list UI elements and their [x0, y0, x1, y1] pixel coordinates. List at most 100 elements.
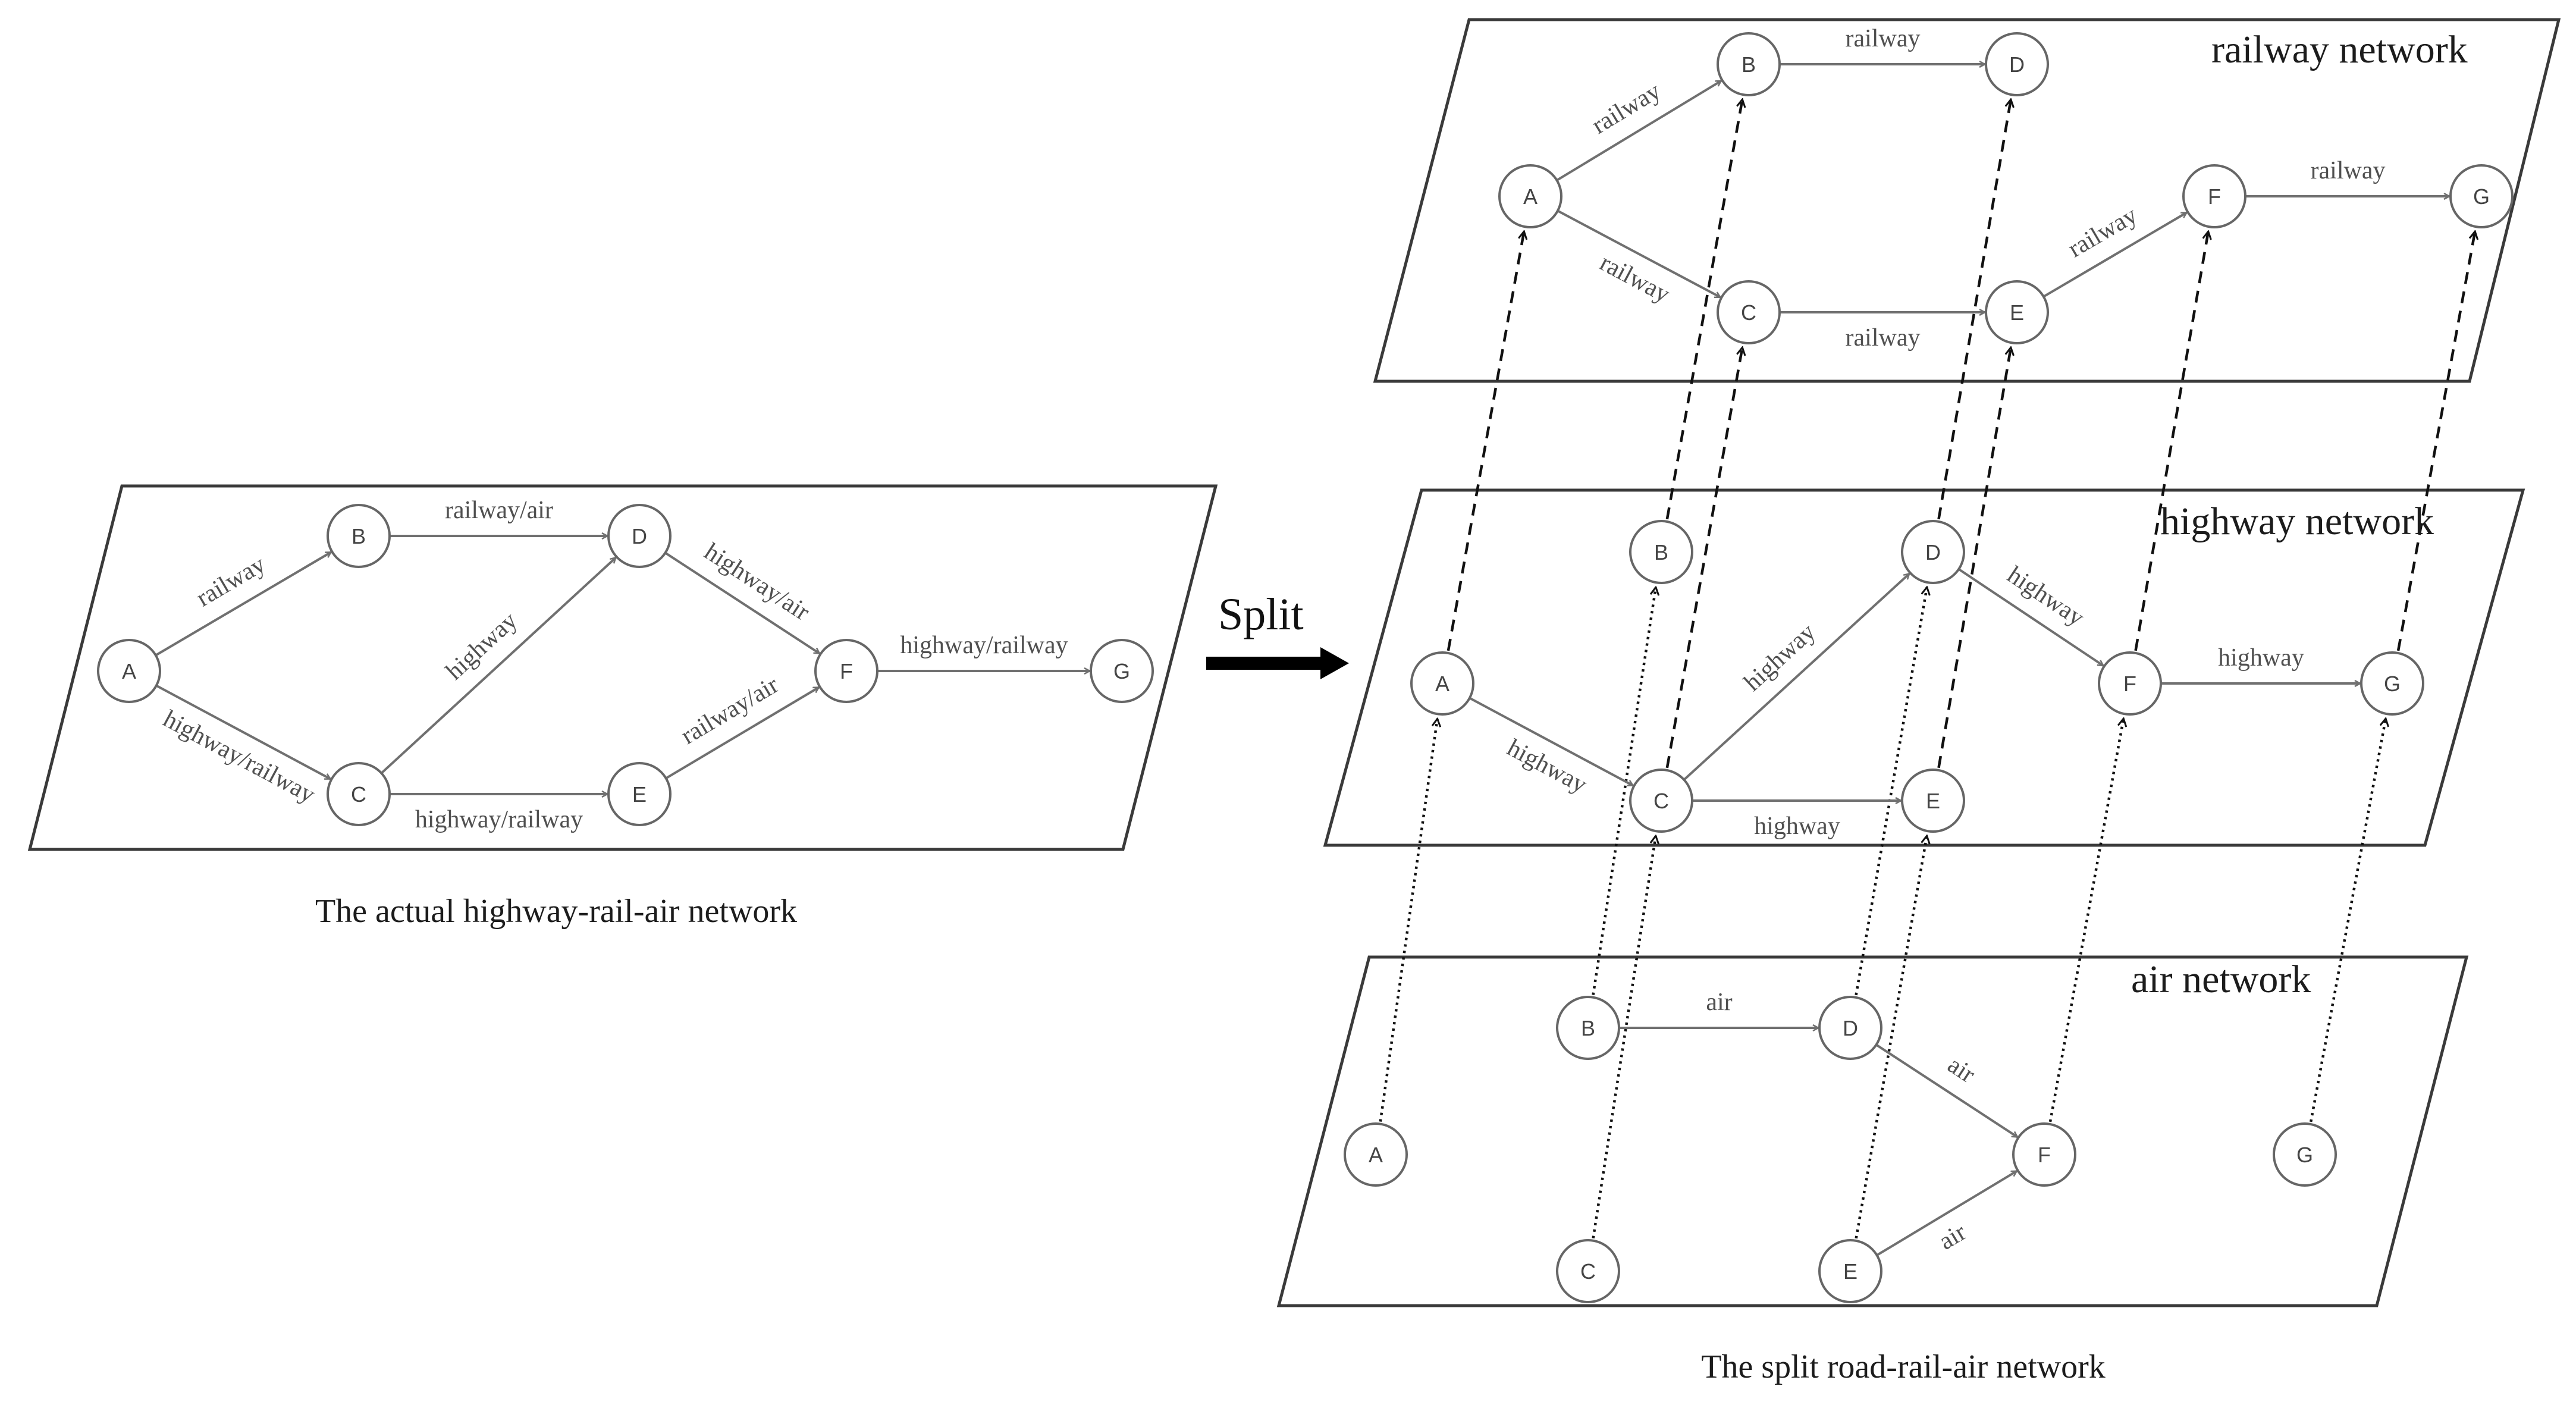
highway-edge-label-ce: highway [1754, 813, 1840, 840]
highway-node-d: D [1901, 520, 1965, 584]
air-to-highway-link-a [1379, 719, 1438, 1122]
air-node-f: F [2012, 1122, 2076, 1187]
railway-edge-label-ab: railway [1587, 77, 1665, 140]
svg-text:G: G [2296, 1143, 2313, 1167]
railway-edge-label-ac: railway [1595, 249, 1674, 309]
railway-edge-label-bd: railway [1846, 25, 1921, 52]
svg-text:F: F [840, 659, 853, 683]
svg-text:D: D [632, 524, 647, 548]
air-to-highway-link-c [1592, 836, 1656, 1239]
highway-node-g: G [2360, 651, 2424, 716]
highway-to-railway-link-e [1937, 347, 2010, 769]
svg-text:D: D [1843, 1016, 1858, 1040]
network-edges: railway highway/railway railway/air highway… [155, 25, 2449, 1256]
actual-network-plane [27, 484, 1218, 851]
air-node-e: E [1818, 1239, 1882, 1303]
actual-edge-ab [155, 551, 331, 657]
actual-node-b: B [327, 504, 391, 568]
actual-edge-label-fg: highway/railway [900, 632, 1068, 659]
svg-text:B: B [352, 524, 366, 548]
railway-edge-ac [1557, 209, 1720, 299]
highway-network-plane [1323, 488, 2525, 847]
highway-node-a: A [1410, 651, 1474, 716]
highway-network-title: highway network [2160, 500, 2434, 543]
actual-edge-label-ce: highway/railway [415, 806, 583, 833]
railway-edge-label-fg: railway [2311, 157, 2386, 184]
railway-node-g: G [2449, 164, 2514, 228]
svg-text:C: C [351, 782, 366, 807]
highway-to-railway-link-a [1447, 231, 1524, 651]
air-node-b: B [1556, 996, 1620, 1060]
highway-edge-label-cd: highway [1739, 619, 1821, 697]
highway-edge-cd [1683, 573, 1909, 781]
highway-node-e: E [1901, 769, 1965, 833]
railway-edge-ab [1556, 80, 1721, 181]
highway-node-b: B [1629, 520, 1693, 584]
svg-text:D: D [2009, 52, 2025, 77]
svg-text:E: E [1843, 1259, 1858, 1284]
air-network-title: air network [2131, 958, 2311, 1001]
svg-text:D: D [1925, 540, 1941, 564]
actual-edge-ef [665, 686, 819, 780]
highway-node-c: C [1629, 769, 1693, 833]
railway-node-d: D [1985, 32, 2049, 96]
inter-layer-links [1379, 99, 2475, 1239]
svg-text:F: F [2038, 1143, 2051, 1167]
actual-edge-label-ef: railway/air [676, 671, 783, 749]
highway-to-railway-link-b [1665, 99, 1743, 520]
svg-text:A: A [1435, 672, 1449, 696]
air-edge-label-ef: air [1934, 1218, 1971, 1255]
split-arrow-icon [1206, 647, 1349, 679]
air-edge-label-bd: air [1706, 989, 1732, 1016]
railway-node-a: A [1498, 164, 1562, 228]
railway-edge-ef [2042, 211, 2187, 298]
actual-edge-cd [380, 558, 616, 774]
railway-node-e: E [1985, 280, 2049, 344]
air-node-d: D [1818, 996, 1882, 1060]
air-edge-ef [1876, 1170, 2017, 1256]
railway-node-c: C [1717, 280, 1781, 344]
left-caption: The actual highway-rail-air network [315, 893, 797, 930]
svg-text:A: A [122, 659, 136, 683]
svg-text:B: B [1742, 52, 1756, 77]
air-node-g: G [2273, 1122, 2337, 1187]
actual-node-d: D [607, 504, 672, 568]
railway-network-title: railway network [2211, 28, 2468, 71]
svg-text:C: C [1741, 300, 1756, 325]
air-node-c: C [1556, 1239, 1620, 1303]
svg-text:B: B [1581, 1016, 1595, 1040]
actual-edge-label-ac: highway/railway [159, 705, 319, 809]
railway-network-plane [1373, 18, 2561, 383]
highway-node-f: F [2098, 651, 2162, 716]
highway-edge-label-ac: highway [1502, 734, 1591, 799]
highway-edge-label-df: highway [2002, 561, 2089, 632]
highway-edge-ac [1469, 697, 1633, 787]
svg-text:A: A [1369, 1143, 1383, 1167]
railway-edge-label-ef: railway [2063, 202, 2142, 263]
air-edge-label-df: air [1943, 1051, 1979, 1089]
svg-text:G: G [2473, 184, 2490, 209]
actual-node-g: G [1090, 639, 1154, 703]
air-to-highway-link-e [1855, 836, 1927, 1239]
railway-node-b: B [1717, 32, 1781, 96]
svg-text:G: G [1113, 659, 1130, 683]
actual-edge-label-bd: railway/air [445, 497, 553, 524]
right-caption: The split road-rail-air network [1701, 1348, 2106, 1385]
svg-text:E: E [2010, 300, 2024, 325]
railway-edge-label-ce: railway [1846, 324, 1921, 352]
highway-to-railway-link-g [2396, 231, 2475, 651]
highway-to-railway-link-f [2134, 231, 2208, 651]
air-to-highway-link-g [2310, 719, 2386, 1122]
air-network-plane [1276, 955, 2469, 1307]
actual-node-e: E [607, 762, 672, 826]
svg-text:B: B [1654, 540, 1668, 564]
air-to-highway-link-f [2048, 719, 2123, 1122]
actual-edge-df [664, 551, 820, 655]
svg-text:F: F [2123, 672, 2136, 696]
split-label: Split [1218, 589, 1304, 639]
svg-text:C: C [1653, 789, 1669, 813]
air-edge-df [1875, 1043, 2017, 1138]
highway-to-railway-link-d [1937, 99, 2010, 520]
